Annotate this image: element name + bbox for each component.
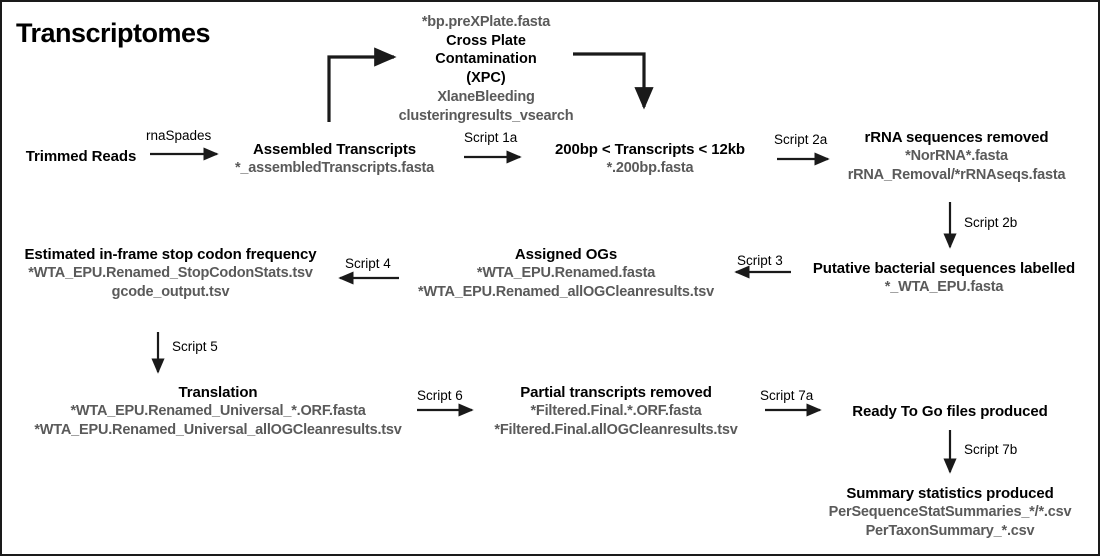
node-file: *.200bp.fasta: [606, 160, 694, 177]
node-file: rRNA_Removal/*rRNAseqs.fasta: [847, 166, 1066, 183]
node-file: *WTA_EPU.Renamed_Universal_*.ORF.fasta: [70, 403, 366, 420]
edge-label-script-2b: Script 2b: [964, 215, 1018, 230]
edge-label-script-2a: Script 2a: [774, 132, 828, 147]
edge-label-script-7a: Script 7a: [760, 388, 814, 403]
node-title: rRNA sequences removed: [864, 129, 1049, 146]
node-title: Assigned OGs: [514, 246, 618, 263]
node-file: *WTA_EPU.Renamed_allOGCleanresults.tsv: [418, 283, 714, 300]
node-cross-plate-contamination: *bp.preXPlate.fasta Cross Plate Contamin…: [388, 13, 584, 125]
node-title: Estimated in-frame stop codon frequency: [24, 246, 317, 263]
node-assigned-ogs: Assigned OGs *WTA_EPU.Renamed.fasta *WTA…: [406, 245, 726, 301]
node-title: Putative bacterial sequences labelled: [812, 260, 1076, 277]
node-ready-to-go: Ready To Go files produced: [822, 402, 1078, 421]
node-assembled-transcripts: Assembled Transcripts *_assembledTranscr…: [212, 140, 457, 178]
node-partial-removed: Partial transcripts removed *Filtered.Fi…: [470, 383, 762, 439]
arrow-xpc-to-sizefilter: [573, 52, 654, 110]
edge-label-script-3: Script 3: [737, 253, 783, 268]
node-translation: Translation *WTA_EPU.Renamed_Universal_*…: [8, 383, 428, 439]
edge-label-script-5: Script 5: [172, 339, 218, 354]
node-title: Assembled Transcripts: [253, 141, 416, 158]
node-title: 200bp < Transcripts < 12kb: [555, 141, 745, 158]
node-file: *NorRNA*.fasta: [905, 148, 1008, 165]
edge-label-script-1a: Script 1a: [464, 130, 518, 145]
edge-label-script-6: Script 6: [417, 388, 463, 403]
node-file-xlanebleeding: XlaneBleeding: [437, 89, 535, 106]
node-title: Summary statistics produced: [846, 485, 1054, 502]
node-title: Partial transcripts removed: [520, 384, 712, 401]
edge-label-script-4: Script 4: [345, 256, 391, 271]
node-file: *Filtered.Final.allOGCleanresults.tsv: [494, 421, 738, 438]
node-file: *_assembledTranscripts.fasta: [234, 160, 435, 177]
node-file: PerTaxonSummary_*.csv: [865, 522, 1035, 539]
node-size-filter: 200bp < Transcripts < 12kb *.200bp.fasta: [530, 140, 770, 178]
node-title: Ready To Go files produced: [852, 403, 1048, 420]
node-file: *WTA_EPU.Renamed.fasta: [476, 265, 656, 282]
node-file: *Filtered.Final.*.ORF.fasta: [530, 403, 702, 420]
node-file: *_WTA_EPU.fasta: [884, 279, 1004, 296]
edge-label-script-7b: Script 7b: [964, 442, 1018, 457]
node-file: gcode_output.tsv: [111, 283, 230, 300]
edge-label-rnaspades: rnaSpades: [146, 128, 212, 143]
node-file: *WTA_EPU.Renamed_StopCodonStats.tsv: [28, 265, 313, 282]
node-file-prexplate: *bp.preXPlate.fasta: [421, 14, 551, 30]
node-file: PerSequenceStatSummaries_*/*.csv: [828, 504, 1072, 521]
node-file: *WTA_EPU.Renamed_Universal_allOGCleanres…: [34, 421, 402, 438]
arrow-to-xpc: [327, 47, 397, 122]
node-title: Translation: [178, 384, 258, 401]
node-rrna-removed: rRNA sequences removed *NorRNA*.fasta rR…: [834, 128, 1079, 184]
node-bacterial-labelled: Putative bacterial sequences labelled *_…: [799, 259, 1089, 297]
node-file-clusteringresults: clusteringresults_vsearch: [398, 107, 574, 124]
node-title-line2: Contamination: [435, 51, 537, 68]
node-title-line1: Cross Plate: [446, 32, 526, 49]
page-title: Transcriptomes: [16, 18, 211, 48]
node-trimmed-reads: Trimmed Reads: [16, 147, 146, 166]
node-summary-statistics: Summary statistics produced PerSequenceS…: [802, 484, 1098, 540]
node-title: Trimmed Reads: [25, 148, 137, 165]
node-title-line3: (XPC): [466, 70, 506, 87]
node-stop-codon-frequency: Estimated in-frame stop codon frequency …: [8, 245, 333, 301]
